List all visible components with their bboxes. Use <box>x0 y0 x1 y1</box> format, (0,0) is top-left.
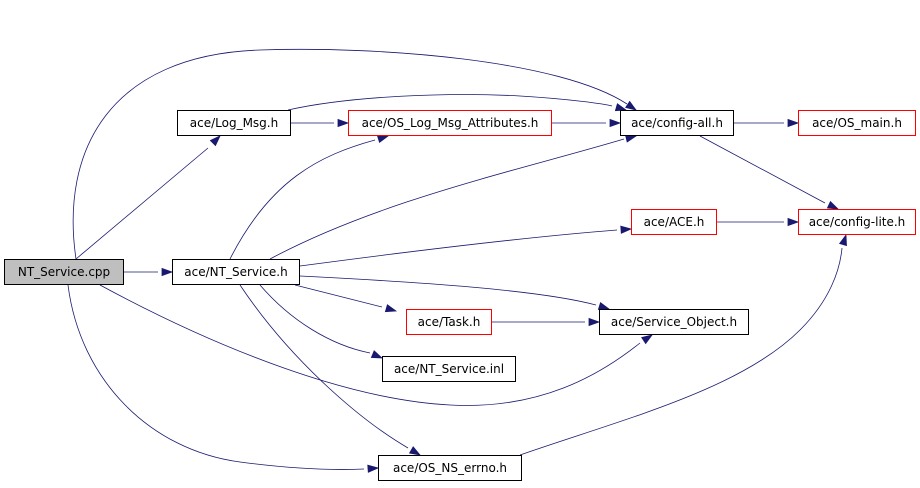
edge-nt-service-h-to-ace-h <box>299 229 618 267</box>
edge-nt-service-h-to-os-ns-errno <box>239 284 409 449</box>
edge-nt-service-h-to-ace-h-arrowhead <box>620 225 633 234</box>
edge-os-ns-errno-to-config-lite-arrowhead <box>838 233 847 247</box>
node-config-lite-h[interactable]: ace/config-lite.h <box>798 209 916 235</box>
edge-nt-service-h-to-attributes-arrowhead <box>376 135 390 144</box>
edge-nt-service-h-to-config-all <box>269 138 625 260</box>
edge-cpp-to-log-msg <box>75 147 209 260</box>
edge-log-msg-to-config-all <box>287 94 613 111</box>
edge-config-all-to-config-lite <box>699 135 826 204</box>
node-task-h[interactable]: ace/Task.h <box>406 309 492 335</box>
edge-cpp-to-nt-service-h-arrowhead <box>161 267 174 277</box>
edge-log-msg-to-attributes-arrowhead <box>337 118 350 128</box>
edge-task-to-service-object-arrowhead <box>588 317 601 327</box>
edge-cpp-to-os-ns-errno-arrowhead <box>367 464 380 473</box>
node-nt-service-cpp: NT_Service.cpp <box>4 259 124 285</box>
node-os-main-h[interactable]: ace/OS_main.h <box>798 110 916 136</box>
edge-nt-service-h-to-os-ns-errno-arrowhead <box>408 446 422 456</box>
edge-nt-service-h-to-task <box>294 284 383 308</box>
node-ace-h[interactable]: ace/ACE.h <box>631 209 717 235</box>
edge-ace-h-to-config-lite-arrowhead <box>787 217 800 227</box>
edge-config-all-to-os-main-arrowhead <box>787 118 800 128</box>
node-service-object-h[interactable]: ace/Service_Object.h <box>599 309 749 335</box>
edge-cpp-to-config-all <box>72 48 628 260</box>
node-os-ns-errno-h[interactable]: ace/OS_NS_errno.h <box>378 455 522 481</box>
edge-nt-service-h-to-task-arrowhead <box>384 304 398 313</box>
edge-os-ns-errno-to-config-lite <box>519 247 843 456</box>
edge-cpp-to-os-ns-errno <box>67 284 365 470</box>
node-log-msg-h[interactable]: ace/Log_Msg.h <box>177 110 291 136</box>
edge-nt-service-h-to-service-object <box>299 275 597 306</box>
edge-config-all-to-config-lite-arrowhead <box>826 200 840 210</box>
edge-cpp-to-service-object <box>99 284 641 406</box>
edge-cpp-to-service-object-arrowhead <box>641 334 653 345</box>
edge-cpp-to-config-all-arrowhead <box>625 100 637 111</box>
edge-cpp-to-log-msg-arrowhead <box>209 135 221 147</box>
edge-nt-service-h-to-attributes <box>229 139 376 260</box>
node-nt-service-inl[interactable]: ace/NT_Service.inl <box>382 356 516 382</box>
edge-nt-service-h-to-nt-service-inl <box>259 284 371 354</box>
edge-nt-service-h-to-nt-service-inl-arrowhead <box>370 350 384 359</box>
node-config-all-h[interactable]: ace/config-all.h <box>620 110 734 136</box>
node-os-log-msg-attributes-h[interactable]: ace/OS_Log_Msg_Attributes.h <box>348 110 552 136</box>
node-nt-service-h[interactable]: ace/NT_Service.h <box>172 259 300 285</box>
edge-attributes-to-config-all-arrowhead <box>609 118 622 128</box>
